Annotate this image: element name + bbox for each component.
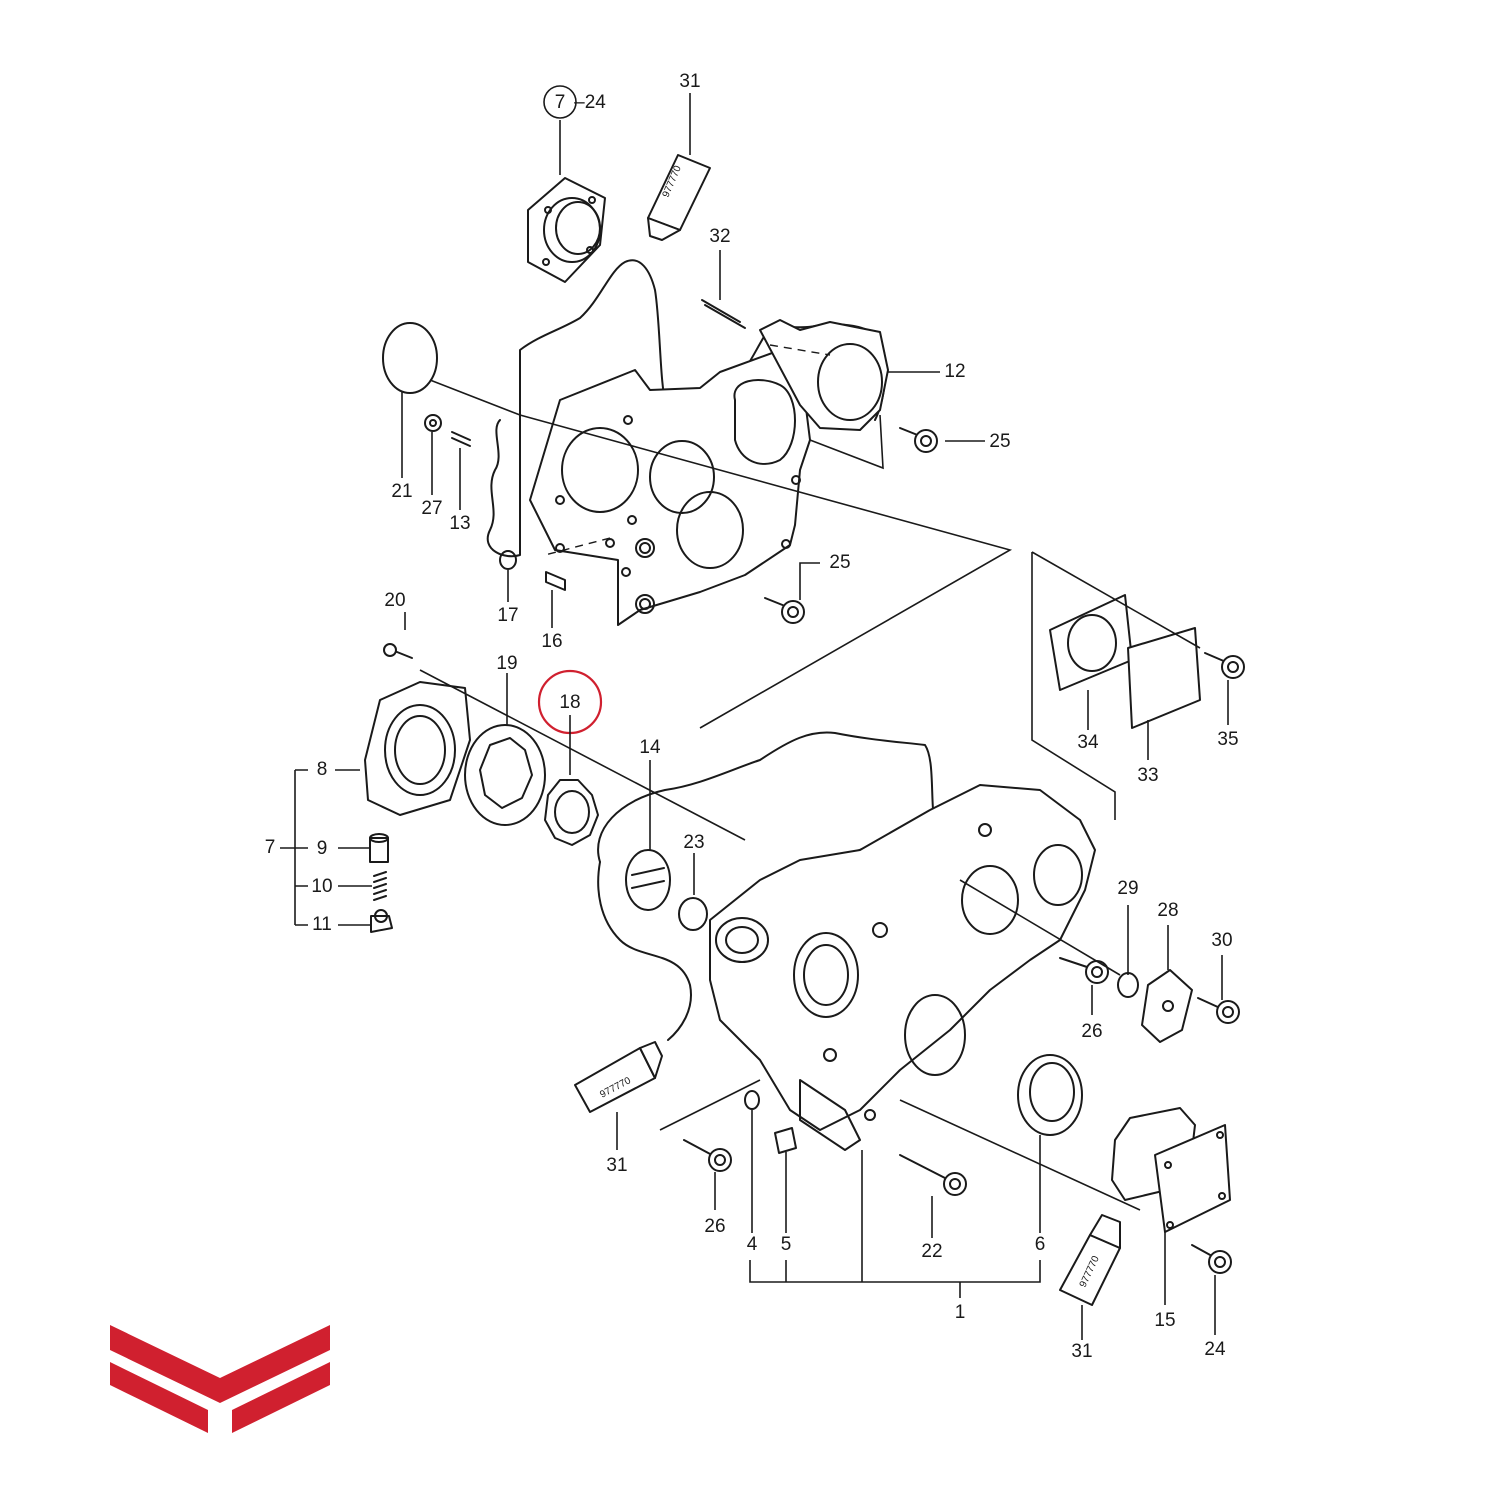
- sealant-tube-31-right: 977770: [1059, 1214, 1121, 1306]
- label-25-upper: 25: [989, 431, 1010, 452]
- plug-4: [744, 1090, 760, 1110]
- o-ring-29: [1117, 972, 1139, 998]
- label-28: 28: [1157, 900, 1178, 921]
- main-gear-case-1: [709, 784, 1096, 1151]
- label-30: 30: [1211, 930, 1232, 951]
- label-33: 33: [1137, 765, 1158, 786]
- dowel-pin-16: [545, 571, 566, 591]
- o-ring-21: [382, 322, 438, 394]
- label-31-left: 31: [606, 1155, 627, 1176]
- right-bracket-outline: [1031, 551, 1201, 820]
- label-4: 4: [747, 1234, 758, 1255]
- gear-case-plate: [529, 351, 831, 626]
- bolt-24: [1191, 1244, 1232, 1274]
- label-11: 11: [312, 914, 332, 935]
- label-10: 10: [311, 876, 332, 897]
- label-5: 5: [781, 1234, 792, 1255]
- gasket-34: [1049, 594, 1133, 691]
- stud-13: [451, 431, 471, 447]
- label-15: 15: [1154, 1310, 1175, 1331]
- nut-27: [424, 414, 442, 432]
- gear-case-cover-12: [759, 319, 889, 470]
- lower-leader-lines: [616, 680, 1229, 1340]
- label-31-right: 31: [1071, 1341, 1092, 1362]
- label-6: 6: [1035, 1234, 1046, 1255]
- label-19: 19: [496, 653, 517, 674]
- bolt-25-upper: [899, 427, 938, 453]
- label-7-bracket: 7: [265, 837, 276, 858]
- cover-plate-28: [1141, 969, 1193, 1043]
- label-32: 32: [709, 226, 730, 247]
- label-27: 27: [421, 498, 442, 519]
- relief-valve-plug-11: [370, 909, 393, 933]
- bolt-30: [1197, 997, 1240, 1024]
- oil-filler-cap-14: [625, 849, 671, 911]
- relief-valve-plunger-9: [369, 833, 389, 863]
- label-35: 35: [1217, 729, 1238, 750]
- bolt-26-right: [1059, 957, 1109, 984]
- stud-32: [701, 299, 746, 329]
- label-18-highlighted: 18: [559, 692, 580, 713]
- label-26-right: 26: [1081, 1021, 1102, 1042]
- flange-cover-7-24: [527, 177, 606, 283]
- label-23: 23: [683, 832, 704, 853]
- label-8: 8: [317, 759, 328, 780]
- label-14: 14: [639, 737, 661, 758]
- bolt-20: [383, 643, 413, 659]
- label-31-top: 31: [679, 71, 700, 92]
- bolt-22: [899, 1154, 967, 1196]
- label-1: 1: [955, 1302, 966, 1323]
- top-leader-lines: [401, 93, 1013, 729]
- label-24: 24: [1204, 1339, 1226, 1360]
- bracket-7: [280, 769, 372, 926]
- label-25-lower: 25: [829, 552, 850, 573]
- label-17: 17: [497, 605, 518, 626]
- cover-plate-15: [1154, 1124, 1231, 1233]
- relief-valve-spring-10: [373, 871, 387, 901]
- label-29: 29: [1117, 878, 1138, 899]
- label-24-circle: –24: [574, 92, 606, 113]
- o-ring-17: [499, 550, 517, 570]
- plug-5: [774, 1127, 797, 1154]
- label-20: 20: [384, 590, 405, 611]
- bolt-35: [1204, 652, 1245, 679]
- brand-chevron-logo: [110, 1325, 330, 1433]
- part-number-labels: 7 –24 31 32 12 25 21 27 13 25 17 16 20 1…: [265, 71, 1239, 1362]
- inner-rotor-18: [544, 779, 599, 846]
- oil-pump-housing: [364, 681, 471, 816]
- label-26-left: 26: [704, 1216, 725, 1237]
- o-ring-23: [678, 897, 708, 931]
- label-7-circle: 7: [555, 92, 566, 113]
- label-9: 9: [317, 838, 328, 859]
- label-13: 13: [449, 513, 470, 534]
- bolt-26-left: [683, 1139, 732, 1172]
- cover-plate-33: [1127, 627, 1201, 729]
- label-12: 12: [944, 361, 965, 382]
- oil-seal-6: [1017, 1054, 1083, 1136]
- label-34: 34: [1077, 732, 1099, 753]
- label-16: 16: [541, 631, 562, 652]
- sealant-tube-31-top: 977770: [647, 154, 711, 241]
- outer-rotor-19: [464, 724, 546, 826]
- pump-leader-lines: [404, 612, 746, 895]
- bolt-25-lower: [764, 597, 805, 624]
- label-22: 22: [921, 1241, 942, 1262]
- sealant-tube-31-left: 977770: [574, 1041, 663, 1113]
- label-21: 21: [391, 481, 412, 502]
